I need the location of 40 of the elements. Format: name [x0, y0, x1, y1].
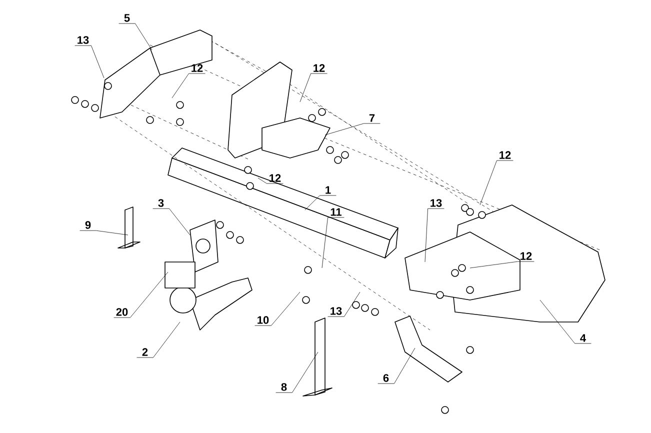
leader-line	[424, 208, 444, 262]
leader-line	[136, 322, 180, 358]
callout-number: 13	[330, 307, 342, 315]
callout-number: 12	[192, 64, 203, 72]
callout-number: 11	[330, 208, 342, 216]
leader-line	[172, 73, 206, 98]
callout-number: 12	[314, 64, 325, 72]
callout-number: 8	[281, 383, 287, 391]
callout-number: 20	[116, 308, 128, 316]
callout-number: 6	[383, 374, 389, 382]
leader-line	[74, 45, 104, 78]
leader-line	[322, 217, 344, 268]
leader-line	[378, 348, 416, 384]
callout-number: 12	[500, 151, 511, 159]
leader-line	[304, 195, 336, 210]
callout-number: 13	[430, 199, 442, 207]
callout-number: 10	[258, 316, 269, 324]
leader-line	[118, 23, 152, 50]
leader-line	[480, 160, 514, 206]
callout-number: 1	[326, 186, 331, 194]
leader-line	[324, 123, 380, 136]
leader-line	[328, 292, 360, 317]
leader-line	[114, 272, 168, 318]
leader-line	[152, 208, 190, 236]
callout-number: 9	[85, 221, 91, 229]
leader-line	[540, 300, 592, 344]
leader-line	[80, 230, 128, 236]
callout-number: 3	[158, 199, 164, 207]
leader-line	[470, 261, 534, 268]
callout-number: 7	[369, 114, 375, 122]
callout-number: 13	[78, 36, 89, 44]
callout-number: 5	[124, 14, 130, 22]
callout-number: 4	[580, 334, 586, 342]
callout-number: 12	[520, 252, 532, 260]
callout-number: 2	[142, 348, 148, 356]
callout-number: 12	[270, 174, 281, 182]
leader-line	[258, 178, 284, 184]
leader-line	[300, 73, 328, 102]
leader-line	[276, 352, 318, 393]
leader-line	[254, 292, 300, 326]
